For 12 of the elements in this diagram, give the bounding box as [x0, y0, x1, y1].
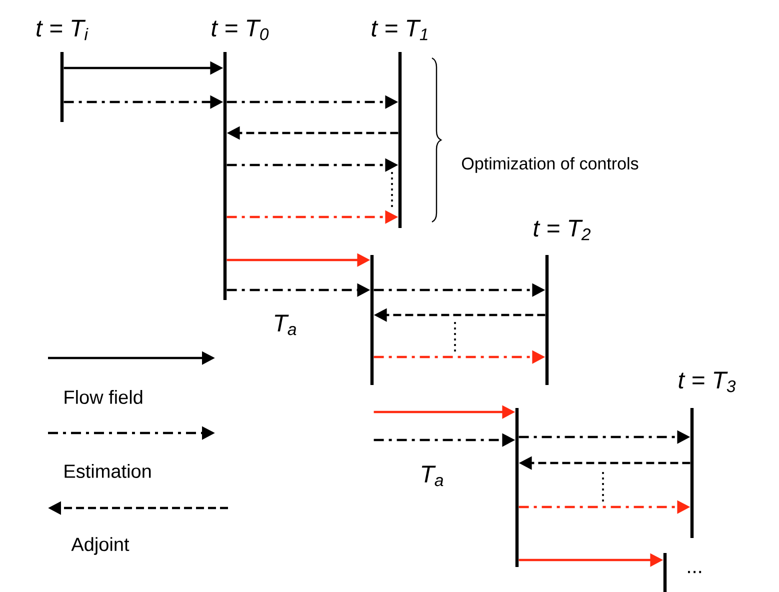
legend-label: Flow field	[64, 390, 142, 404]
legend-label: Estimation	[64, 464, 151, 478]
ellipsis-label: ...	[688, 570, 702, 574]
time-label: t = T$_{i}$	[36, 20, 88, 40]
legend-label: Adjoint	[71, 537, 130, 555]
time-label: t = T$_{1}$	[372, 20, 428, 40]
time-label: t = T$_{0}$	[212, 20, 269, 40]
duration-label: T$_{a}$	[422, 466, 444, 486]
time-label: t = T$_{2}$	[534, 220, 591, 240]
optimization-label: Optimization of controls	[462, 157, 638, 173]
duration-label: T$_{a}$	[274, 314, 296, 336]
time-label: t = T$_{3}$	[678, 372, 736, 392]
